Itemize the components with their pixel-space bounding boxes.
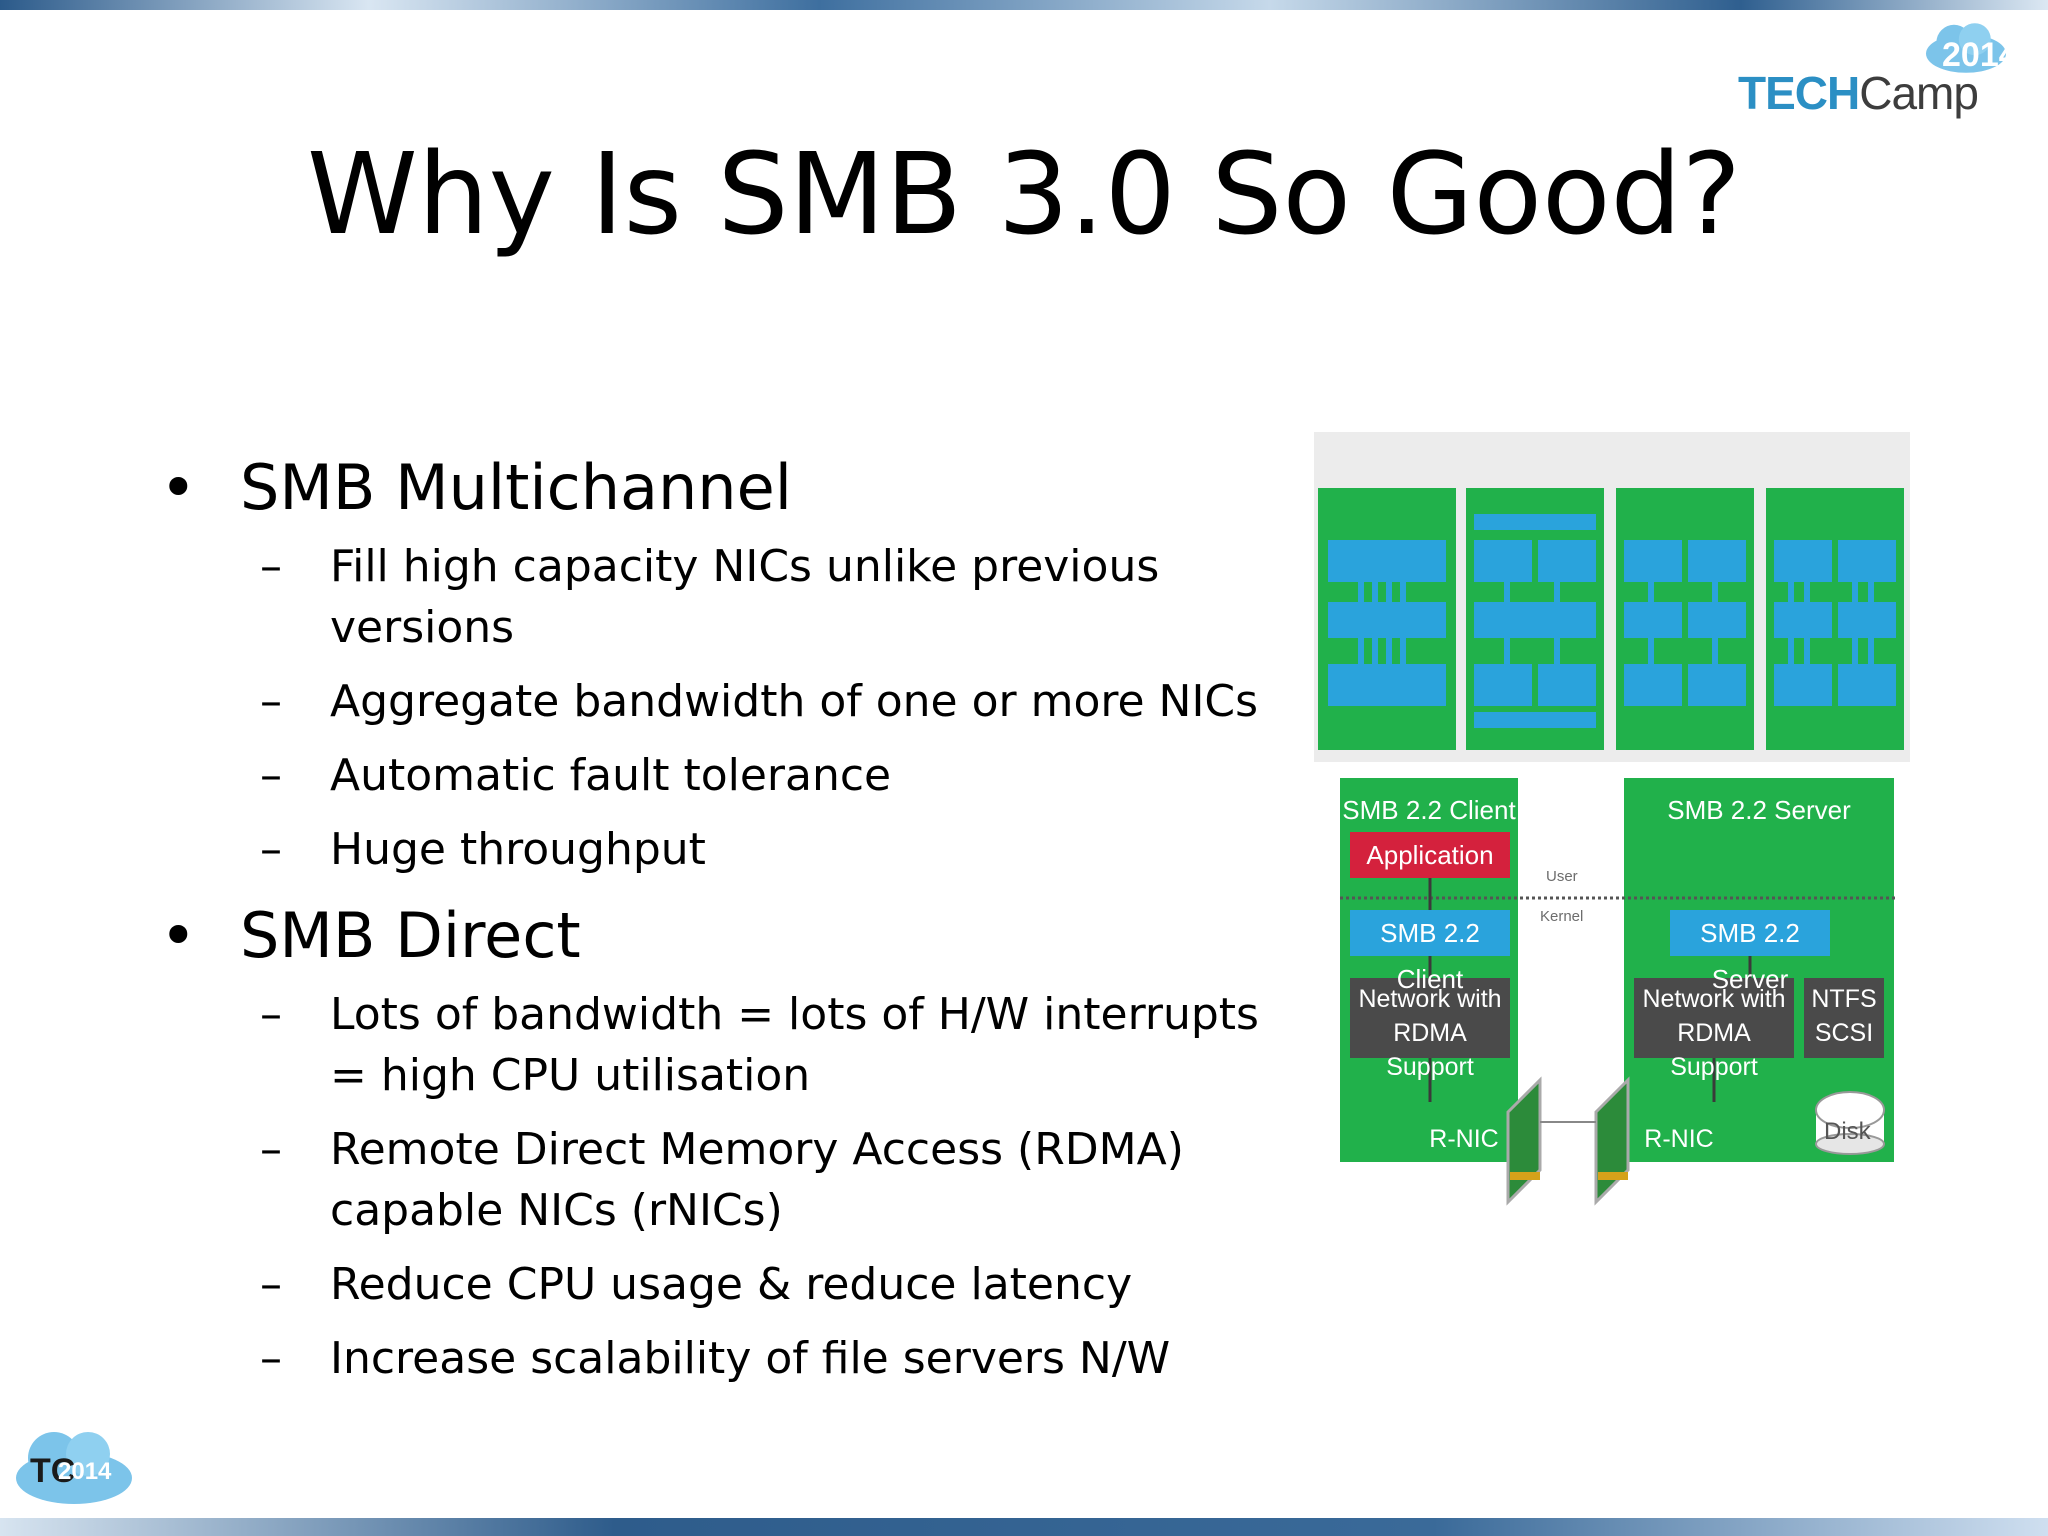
sub-bullet: –Fill high capacity NICs unlike previous… (260, 541, 1160, 653)
column-1 (1318, 488, 1456, 750)
client-network-label: Network with RDMA Support (1358, 985, 1502, 1081)
logo-camp: Camp (1859, 67, 1979, 119)
nic-card-icon-right (1594, 1076, 1630, 1206)
cloud-icon (16, 1432, 132, 1504)
server-network-label: Network with RDMA Support (1642, 985, 1786, 1081)
column-3 (1616, 488, 1754, 750)
client-inner-label: SMB 2.2 Client (1380, 918, 1480, 994)
logo-tech: TECH (1738, 67, 1860, 119)
server-inner-label: SMB 2.2 Server (1700, 918, 1800, 994)
server-box-label: SMB 2.2 Server (1667, 795, 1851, 825)
corner-logo: TC 2014 (12, 1424, 136, 1510)
kernel-label: Kernel (1540, 908, 1584, 925)
smb-diagram: SMB 2.2 Client Application User Kernel S… (1314, 432, 1910, 1212)
bottom-decor-bar (0, 1518, 2048, 1536)
sub-bullet: –Reduce CPU usage & reduce latency (260, 1259, 1133, 1310)
client-box-label: SMB 2.2 Client (1342, 795, 1516, 825)
column-2 (1466, 488, 1604, 750)
client-rnic-label: R-NIC (1429, 1125, 1499, 1153)
logo-year: 2014 (1942, 36, 2018, 74)
server-ntfs-label: NTFS SCSI (1811, 985, 1877, 1047)
corner-logo-letters: TC (30, 1452, 76, 1490)
nic-card-icon-left (1506, 1076, 1542, 1206)
application-label: Application (1366, 840, 1494, 870)
sub-bullet: –Aggregate bandwidth of one or more NICs (260, 676, 1259, 727)
slide-title: Why Is SMB 3.0 So Good? (306, 130, 1742, 260)
cloud-icon (1926, 23, 2006, 73)
corner-logo-year: 2014 (58, 1458, 112, 1485)
disk-icon (1815, 1091, 1885, 1155)
bullet-multichannel: •SMB Multichannel (160, 451, 792, 524)
sub-bullet: –Lots of bandwidth = lots of H/W interru… (260, 989, 1259, 1101)
bullet-list: •SMB Multichannel –Fill high capacity NI… (160, 450, 1270, 1402)
sub-bullet: –Automatic fault tolerance (260, 750, 892, 801)
logo-wordmark: TECHCamp (1738, 66, 1979, 120)
column-4 (1766, 488, 1904, 750)
techcamp-logo: 2014 TECHCamp (1732, 16, 2038, 126)
sub-bullet: –Huge throughput (260, 824, 706, 875)
disk-label: Disk (1824, 1118, 1871, 1145)
server-rnic-label: R-NIC (1644, 1125, 1714, 1153)
top-decor-bar (0, 0, 2048, 10)
smb-direct-diagram (1340, 778, 1898, 1206)
bullet-smb-direct: •SMB Direct (160, 899, 581, 972)
sub-bullet: –Remote Direct Memory Access (RDMA) capa… (260, 1124, 1184, 1236)
multichannel-diagram-image (1314, 432, 1910, 762)
sub-bullet: –Increase scalability of file servers N/… (260, 1333, 1171, 1384)
user-label: User (1546, 868, 1578, 885)
